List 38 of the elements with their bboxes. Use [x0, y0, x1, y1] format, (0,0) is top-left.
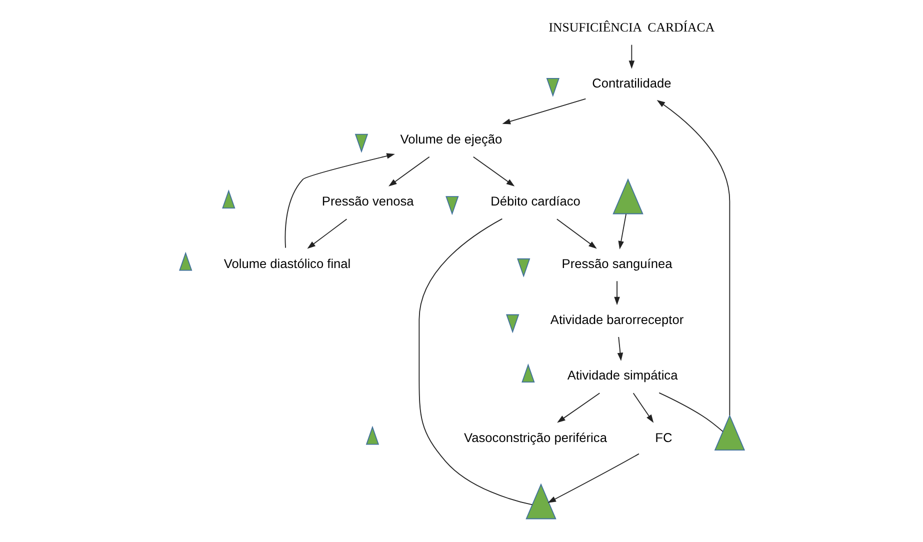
node-up-arrow: [222, 189, 235, 208]
arrow: [556, 392, 600, 423]
arrow: [628, 44, 634, 69]
node-up-arrow: [521, 363, 534, 383]
node-text: Vasoconstrição periférica: [464, 430, 606, 446]
arrow: [656, 100, 730, 416]
node-text: Atividade barorreceptor: [550, 312, 684, 327]
node-down-arrow: [354, 134, 368, 153]
arrow: [547, 453, 639, 503]
node-up-arrow: [365, 426, 379, 445]
node-up-arrow: [714, 414, 745, 451]
arrow: [616, 336, 623, 362]
node-text: INSUFICIÊNCIA CARDÍACA: [548, 20, 714, 35]
arrow: [618, 214, 626, 250]
arrow: [284, 153, 394, 248]
arrow: [556, 218, 596, 249]
connector: [658, 392, 723, 432]
node-text: Pressão sanguínea: [561, 256, 672, 271]
node-text: Débito cardíaco: [490, 194, 580, 209]
arrow: [632, 392, 654, 423]
node-down-arrow: [546, 78, 559, 97]
node-up-arrow: [178, 252, 192, 271]
node-text: Contratilidade: [592, 76, 671, 91]
arrow: [614, 280, 620, 306]
node-down-arrow: [516, 258, 530, 278]
arrow: [502, 98, 586, 124]
node-text: Atividade simpática: [566, 368, 678, 383]
connector: [418, 218, 532, 506]
node-text: Pressão venosa: [321, 194, 414, 209]
arrow: [472, 156, 514, 186]
node-down-arrow: [445, 196, 458, 216]
node-text: FC: [654, 430, 672, 446]
arrow: [306, 218, 347, 249]
node-down-arrow: [506, 314, 519, 334]
node-text: Volume diastólico final: [223, 256, 350, 271]
node-up-arrow: [612, 178, 643, 214]
node-text: Volume de ejeção: [400, 131, 502, 146]
arrow: [388, 156, 430, 186]
